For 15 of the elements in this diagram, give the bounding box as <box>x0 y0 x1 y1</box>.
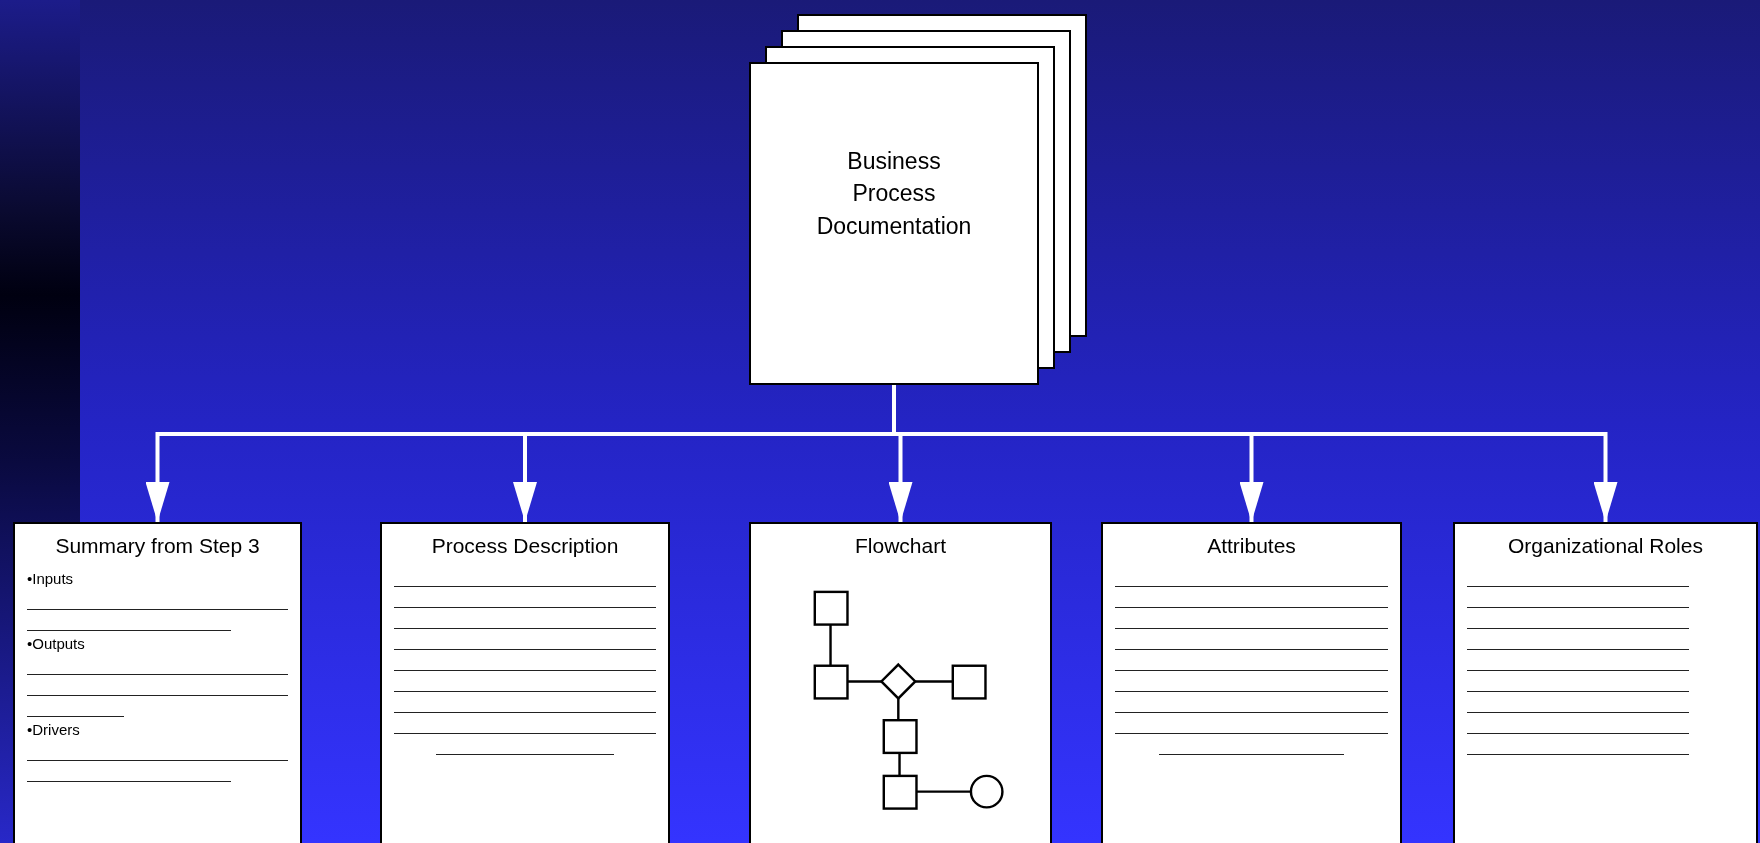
document-title: Business Process Documentation <box>815 147 973 241</box>
document-card <box>1453 522 1758 843</box>
document-card <box>1101 522 1402 843</box>
card-title: Process Description <box>430 534 620 558</box>
document-card <box>749 522 1052 843</box>
bullet-item: •Drivers <box>27 721 81 738</box>
card-title: Summary from Step 3 <box>54 534 261 558</box>
bullet-item: •Outputs <box>27 635 86 652</box>
document-page <box>749 62 1039 385</box>
card-title: Flowchart <box>854 534 947 558</box>
document-card <box>13 522 302 843</box>
card-title: Attributes <box>1206 534 1297 558</box>
document-card <box>380 522 670 843</box>
bullet-item: •Inputs <box>27 570 75 587</box>
card-title: Organizational Roles <box>1507 534 1704 558</box>
